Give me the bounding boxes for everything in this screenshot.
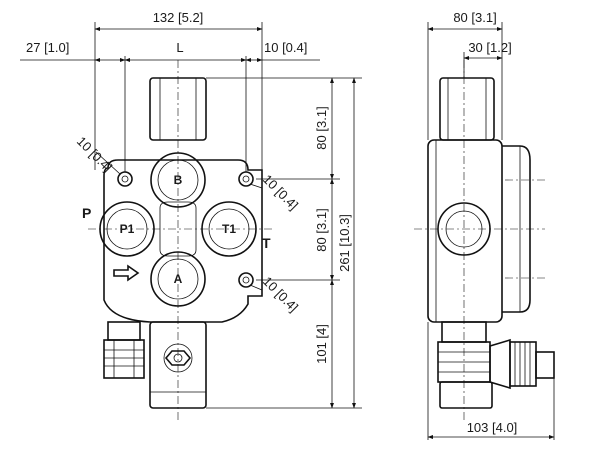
dim-side-width: 80 [3.1]	[453, 10, 496, 25]
dim-mid-height: 80 [3.1]	[314, 208, 329, 251]
dim-hole-diameter-1: 10 [0.4]	[74, 134, 115, 175]
port-label-t1: T1	[222, 222, 236, 236]
side-view	[414, 60, 555, 420]
relief-valve	[103, 321, 145, 379]
port-label-b: B	[174, 173, 183, 187]
side-dimensions	[427, 22, 555, 440]
dim-side-bottom: 103 [4.0]	[467, 420, 518, 435]
side-body	[427, 139, 503, 323]
dim-left-offset: 27 [1.0]	[26, 40, 69, 55]
mount-hole-bottom-right	[238, 272, 254, 288]
side-spool-actuator	[489, 338, 555, 390]
front-view	[88, 60, 272, 420]
port-label-p: P	[82, 205, 91, 221]
dim-lower-height: 101 [4]	[314, 324, 329, 364]
port-label-p1: P1	[120, 222, 135, 236]
dim-overall-width: 132 [5.2]	[153, 10, 204, 25]
port-label-a: A	[174, 272, 183, 286]
flow-arrow-icon	[113, 264, 140, 282]
mount-hole-top-left	[117, 171, 133, 187]
valve-body	[103, 159, 263, 323]
dim-right-offset: 10 [0.4]	[264, 40, 307, 55]
dim-hole-diameter-2: 10 [0.4]	[260, 172, 301, 213]
front-dimensions	[20, 22, 362, 409]
dim-side-inner: 30 [1.2]	[468, 40, 511, 55]
dim-total-height: 261 [10.3]	[337, 214, 352, 272]
port-label-t: T	[262, 235, 271, 251]
side-flange	[502, 145, 531, 313]
dim-upper-height: 80 [3.1]	[314, 106, 329, 149]
dim-length-l: L	[176, 40, 183, 55]
